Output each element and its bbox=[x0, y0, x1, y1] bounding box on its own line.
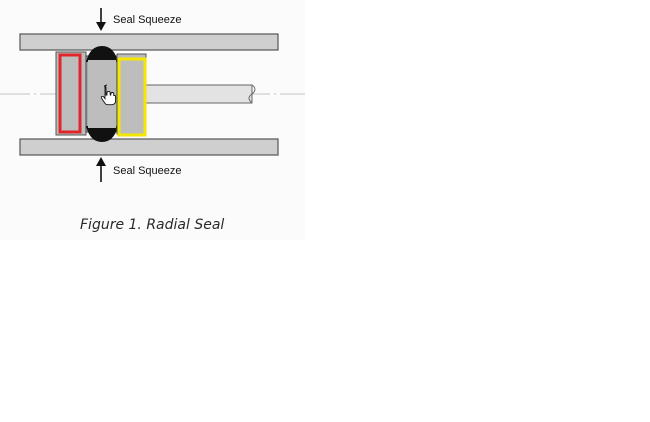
left-retainer bbox=[55, 51, 87, 136]
top-force-arrow bbox=[96, 8, 106, 31]
shaft bbox=[145, 84, 256, 104]
red-highlight-box bbox=[58, 53, 82, 134]
bottom-force-arrow bbox=[96, 157, 106, 182]
top-plate bbox=[19, 33, 279, 51]
bottom-force-label: Seal Squeeze bbox=[113, 165, 182, 177]
yellow-highlight-box bbox=[117, 57, 147, 137]
bottom-plate bbox=[19, 138, 279, 156]
hand-pointer-icon bbox=[100, 84, 117, 106]
figure-caption: Figure 1. Radial Seal bbox=[80, 217, 224, 233]
right-retainer bbox=[116, 53, 147, 137]
top-force-label: Seal Squeeze bbox=[113, 14, 182, 26]
